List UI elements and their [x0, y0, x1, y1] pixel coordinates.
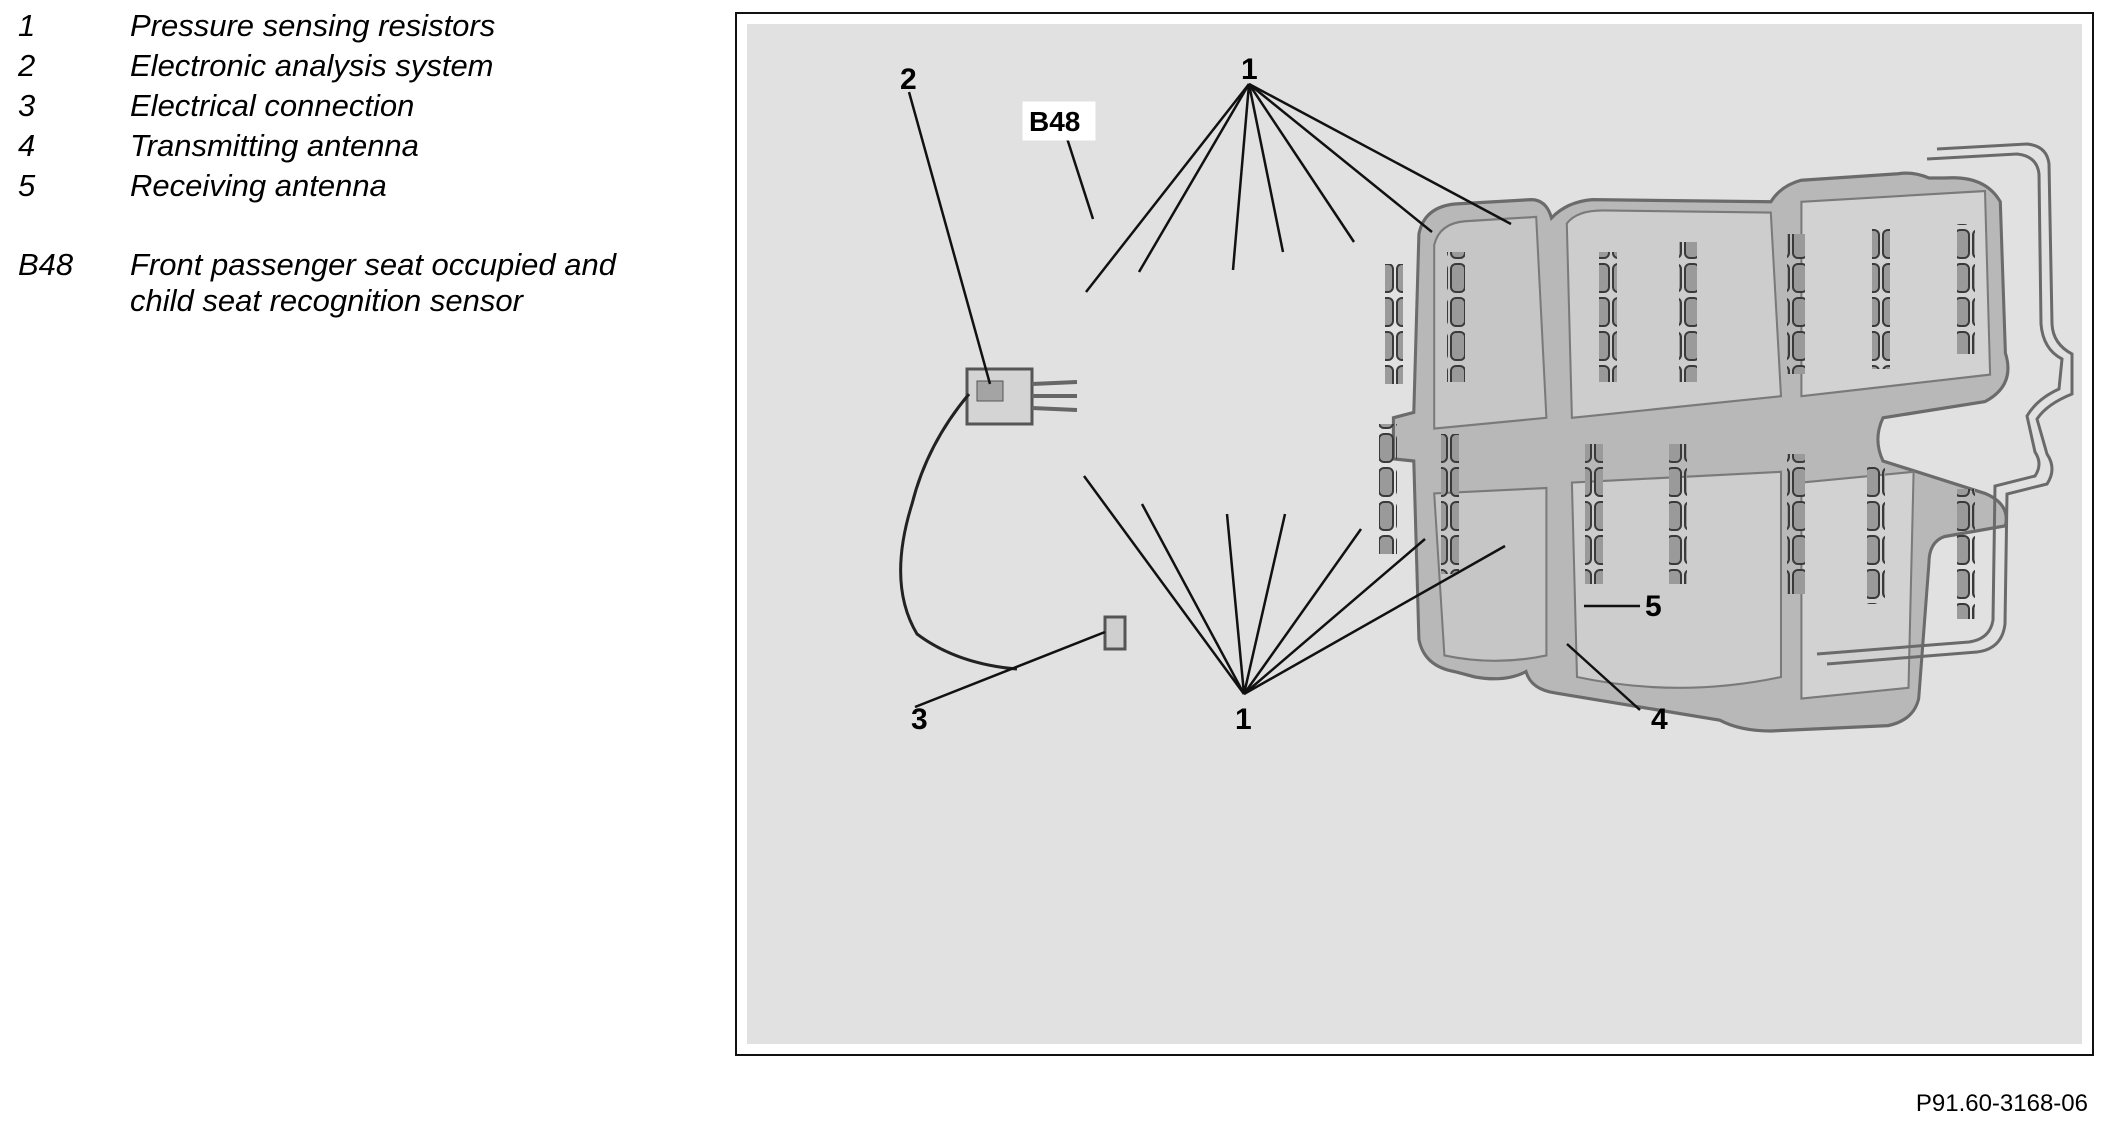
- legend-text: Transmitting antenna: [130, 128, 419, 163]
- svg-text:3: 3: [911, 703, 928, 736]
- legend-text: Electrical connection: [130, 88, 415, 123]
- antenna-traces: [1816, 142, 2074, 666]
- connection-cable: [899, 393, 1018, 671]
- legend-item: 4 Transmitting antenna: [18, 126, 698, 166]
- svg-text:4: 4: [1651, 703, 1668, 736]
- callout-3: 3: [911, 703, 928, 736]
- svg-text:2: 2: [900, 63, 917, 96]
- pressure-sensor-strips: [1379, 224, 1975, 619]
- legend-item: 5 Receiving antenna: [18, 166, 698, 206]
- legend-number: 4: [18, 128, 36, 163]
- legend-text: Pressure sensing resistors: [130, 8, 496, 43]
- b48-label: B48: [1022, 101, 1096, 141]
- legend-text-line: Front passenger seat occupied and: [130, 247, 616, 282]
- svg-text:B48: B48: [1029, 106, 1080, 137]
- figure-frame: 1 1 2 3 4 5 B48: [735, 12, 2094, 1056]
- callout-1-top: 1: [1241, 53, 1258, 86]
- legend-text: Front passenger seat occupied and child …: [130, 247, 698, 319]
- legend-item: 2 Electronic analysis system: [18, 46, 698, 86]
- seat-sensor-illustration: 1 1 2 3 4 5 B48: [899, 53, 2074, 736]
- figure-id: P91.60-3168-06: [1915, 1090, 2088, 1117]
- legend-text-line: child seat recognition sensor: [130, 283, 523, 318]
- callout-1-bottom: 1: [1235, 703, 1252, 736]
- legend-spacer: [18, 206, 698, 247]
- electrical-connector: [1103, 615, 1127, 651]
- legend-number: 3: [18, 88, 36, 123]
- electronic-analysis-module: [965, 367, 1078, 426]
- legend: 1 Pressure sensing resistors 2 Electroni…: [18, 6, 698, 319]
- legend-item-b48: B48 Front passenger seat occupied and ch…: [18, 247, 698, 319]
- legend-number: 2: [18, 48, 36, 83]
- legend-text: Electronic analysis system: [130, 48, 494, 83]
- legend-number: B48: [18, 247, 74, 282]
- svg-text:5: 5: [1645, 590, 1662, 623]
- legend-number: 1: [18, 8, 36, 43]
- sensor-mat: [1391, 171, 2010, 733]
- legend-item: 1 Pressure sensing resistors: [18, 6, 698, 46]
- figure-canvas: 1 1 2 3 4 5 B48: [747, 24, 2082, 1044]
- leader-lines: [907, 82, 1641, 711]
- callout-4: 4: [1651, 703, 1668, 736]
- callout-5: 5: [1645, 590, 1662, 623]
- svg-text:1: 1: [1241, 53, 1258, 86]
- legend-text: Receiving antenna: [130, 168, 387, 203]
- legend-item: 3 Electrical connection: [18, 86, 698, 126]
- callout-2: 2: [900, 63, 917, 96]
- svg-text:1: 1: [1235, 703, 1252, 736]
- legend-number: 5: [18, 168, 36, 203]
